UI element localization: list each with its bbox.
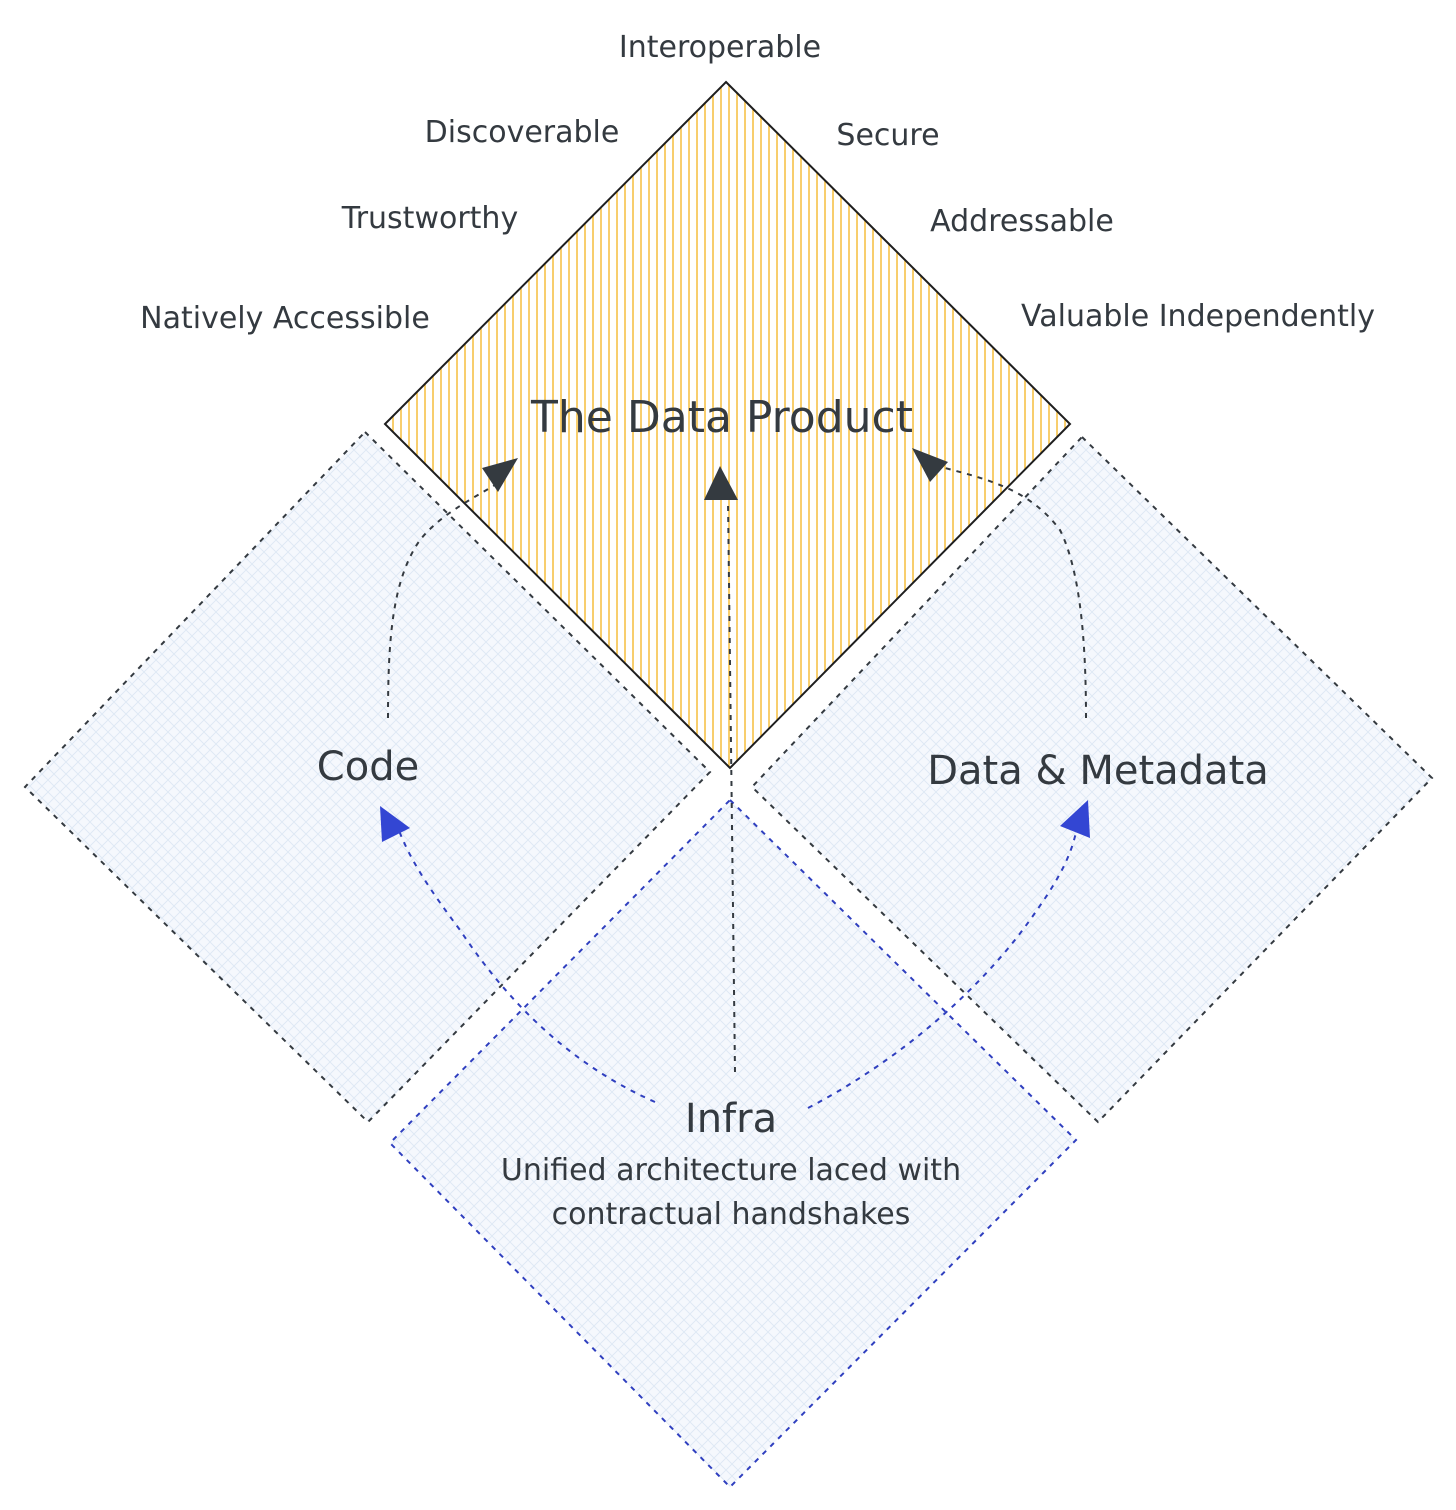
attribute-discoverable: Discoverable xyxy=(425,115,620,150)
attribute-interoperable: Interoperable xyxy=(619,30,821,65)
code-blue-arrowhead-icon xyxy=(380,806,410,842)
infra-to-code-connector xyxy=(397,827,656,1103)
pillar-infra-description-line1: Unified architecture laced with xyxy=(501,1153,961,1188)
data-product-region xyxy=(383,80,1072,770)
pillar-code-label: Code xyxy=(317,744,419,790)
code-region xyxy=(23,430,712,1124)
pillar-infra-label: Infra xyxy=(685,1096,777,1142)
attribute-addressable: Addressable xyxy=(930,204,1114,239)
data-metadata-to-product-connector xyxy=(944,467,1087,719)
infra-to-product-connector xyxy=(727,499,736,1073)
infra-to-data-metadata-connector xyxy=(807,831,1077,1109)
attribute-natively-accessible: Natively Accessible xyxy=(140,301,430,336)
attribute-secure: Secure xyxy=(836,118,939,153)
data-metadata-arrowhead-icon xyxy=(912,448,948,482)
attribute-valuable-independently: Valuable Independently xyxy=(1021,299,1375,334)
product-title: The Data Product xyxy=(530,392,913,443)
infra-arrowhead-icon xyxy=(704,466,738,500)
data-metadata-blue-arrowhead-icon xyxy=(1060,800,1090,838)
attribute-trustworthy: Trustworthy xyxy=(341,201,518,236)
code-to-product-connector xyxy=(387,481,501,719)
infra-region xyxy=(388,798,1078,1489)
pillar-data-metadata-label: Data & Metadata xyxy=(927,748,1269,794)
data-metadata-region xyxy=(750,435,1434,1124)
code-arrowhead-icon xyxy=(482,458,518,492)
pillar-infra-description-line2: contractual handshakes xyxy=(552,1197,911,1232)
